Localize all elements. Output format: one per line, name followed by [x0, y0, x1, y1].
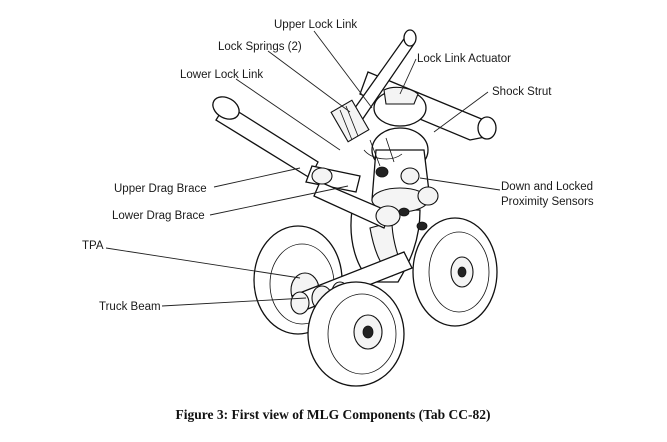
- leader-lines: [105, 30, 501, 307]
- leader-down-locked: [419, 177, 501, 191]
- label-upper-drag-brace: Upper Drag Brace: [114, 183, 207, 195]
- leader-truck-beam: [161, 297, 307, 307]
- callout-labels: Upper Lock Link Lock Springs (2) Lock Li…: [82, 19, 594, 313]
- wheel-rear-right: [412, 217, 498, 327]
- leader-lock-link-actuator: [399, 58, 417, 95]
- leader-lock-springs: [267, 50, 351, 113]
- upper-lock-link-part: [330, 29, 417, 143]
- trunnion: [359, 71, 497, 141]
- label-shock-strut: Shock Strut: [492, 86, 552, 98]
- leader-shock-strut: [433, 91, 489, 133]
- figure-caption: Figure 3: First view of MLG Components (…: [176, 407, 491, 422]
- label-lower-lock-link: Lower Lock Link: [180, 69, 263, 81]
- label-lock-springs: Lock Springs (2): [218, 41, 302, 53]
- label-down-locked-1: Down and Locked: [501, 181, 593, 193]
- label-down-locked-2: Proximity Sensors: [501, 196, 594, 208]
- label-tpa: TPA: [82, 240, 104, 252]
- label-lock-link-actuator: Lock Link Actuator: [417, 53, 511, 65]
- label-truck-beam: Truck Beam: [99, 301, 161, 313]
- leader-lower-lock-link: [235, 78, 341, 151]
- landing-gear-drawing: [212, 29, 498, 387]
- leader-tpa: [105, 247, 301, 279]
- label-upper-lock-link: Upper Lock Link: [274, 19, 357, 31]
- drag-brace-assembly: [212, 96, 439, 231]
- leader-upper-drag-brace: [213, 167, 301, 188]
- wheel-front-right: [307, 281, 405, 387]
- label-lower-drag-brace: Lower Drag Brace: [112, 210, 205, 222]
- leader-lower-drag-brace: [209, 185, 349, 216]
- leader-upper-lock-link: [313, 30, 373, 109]
